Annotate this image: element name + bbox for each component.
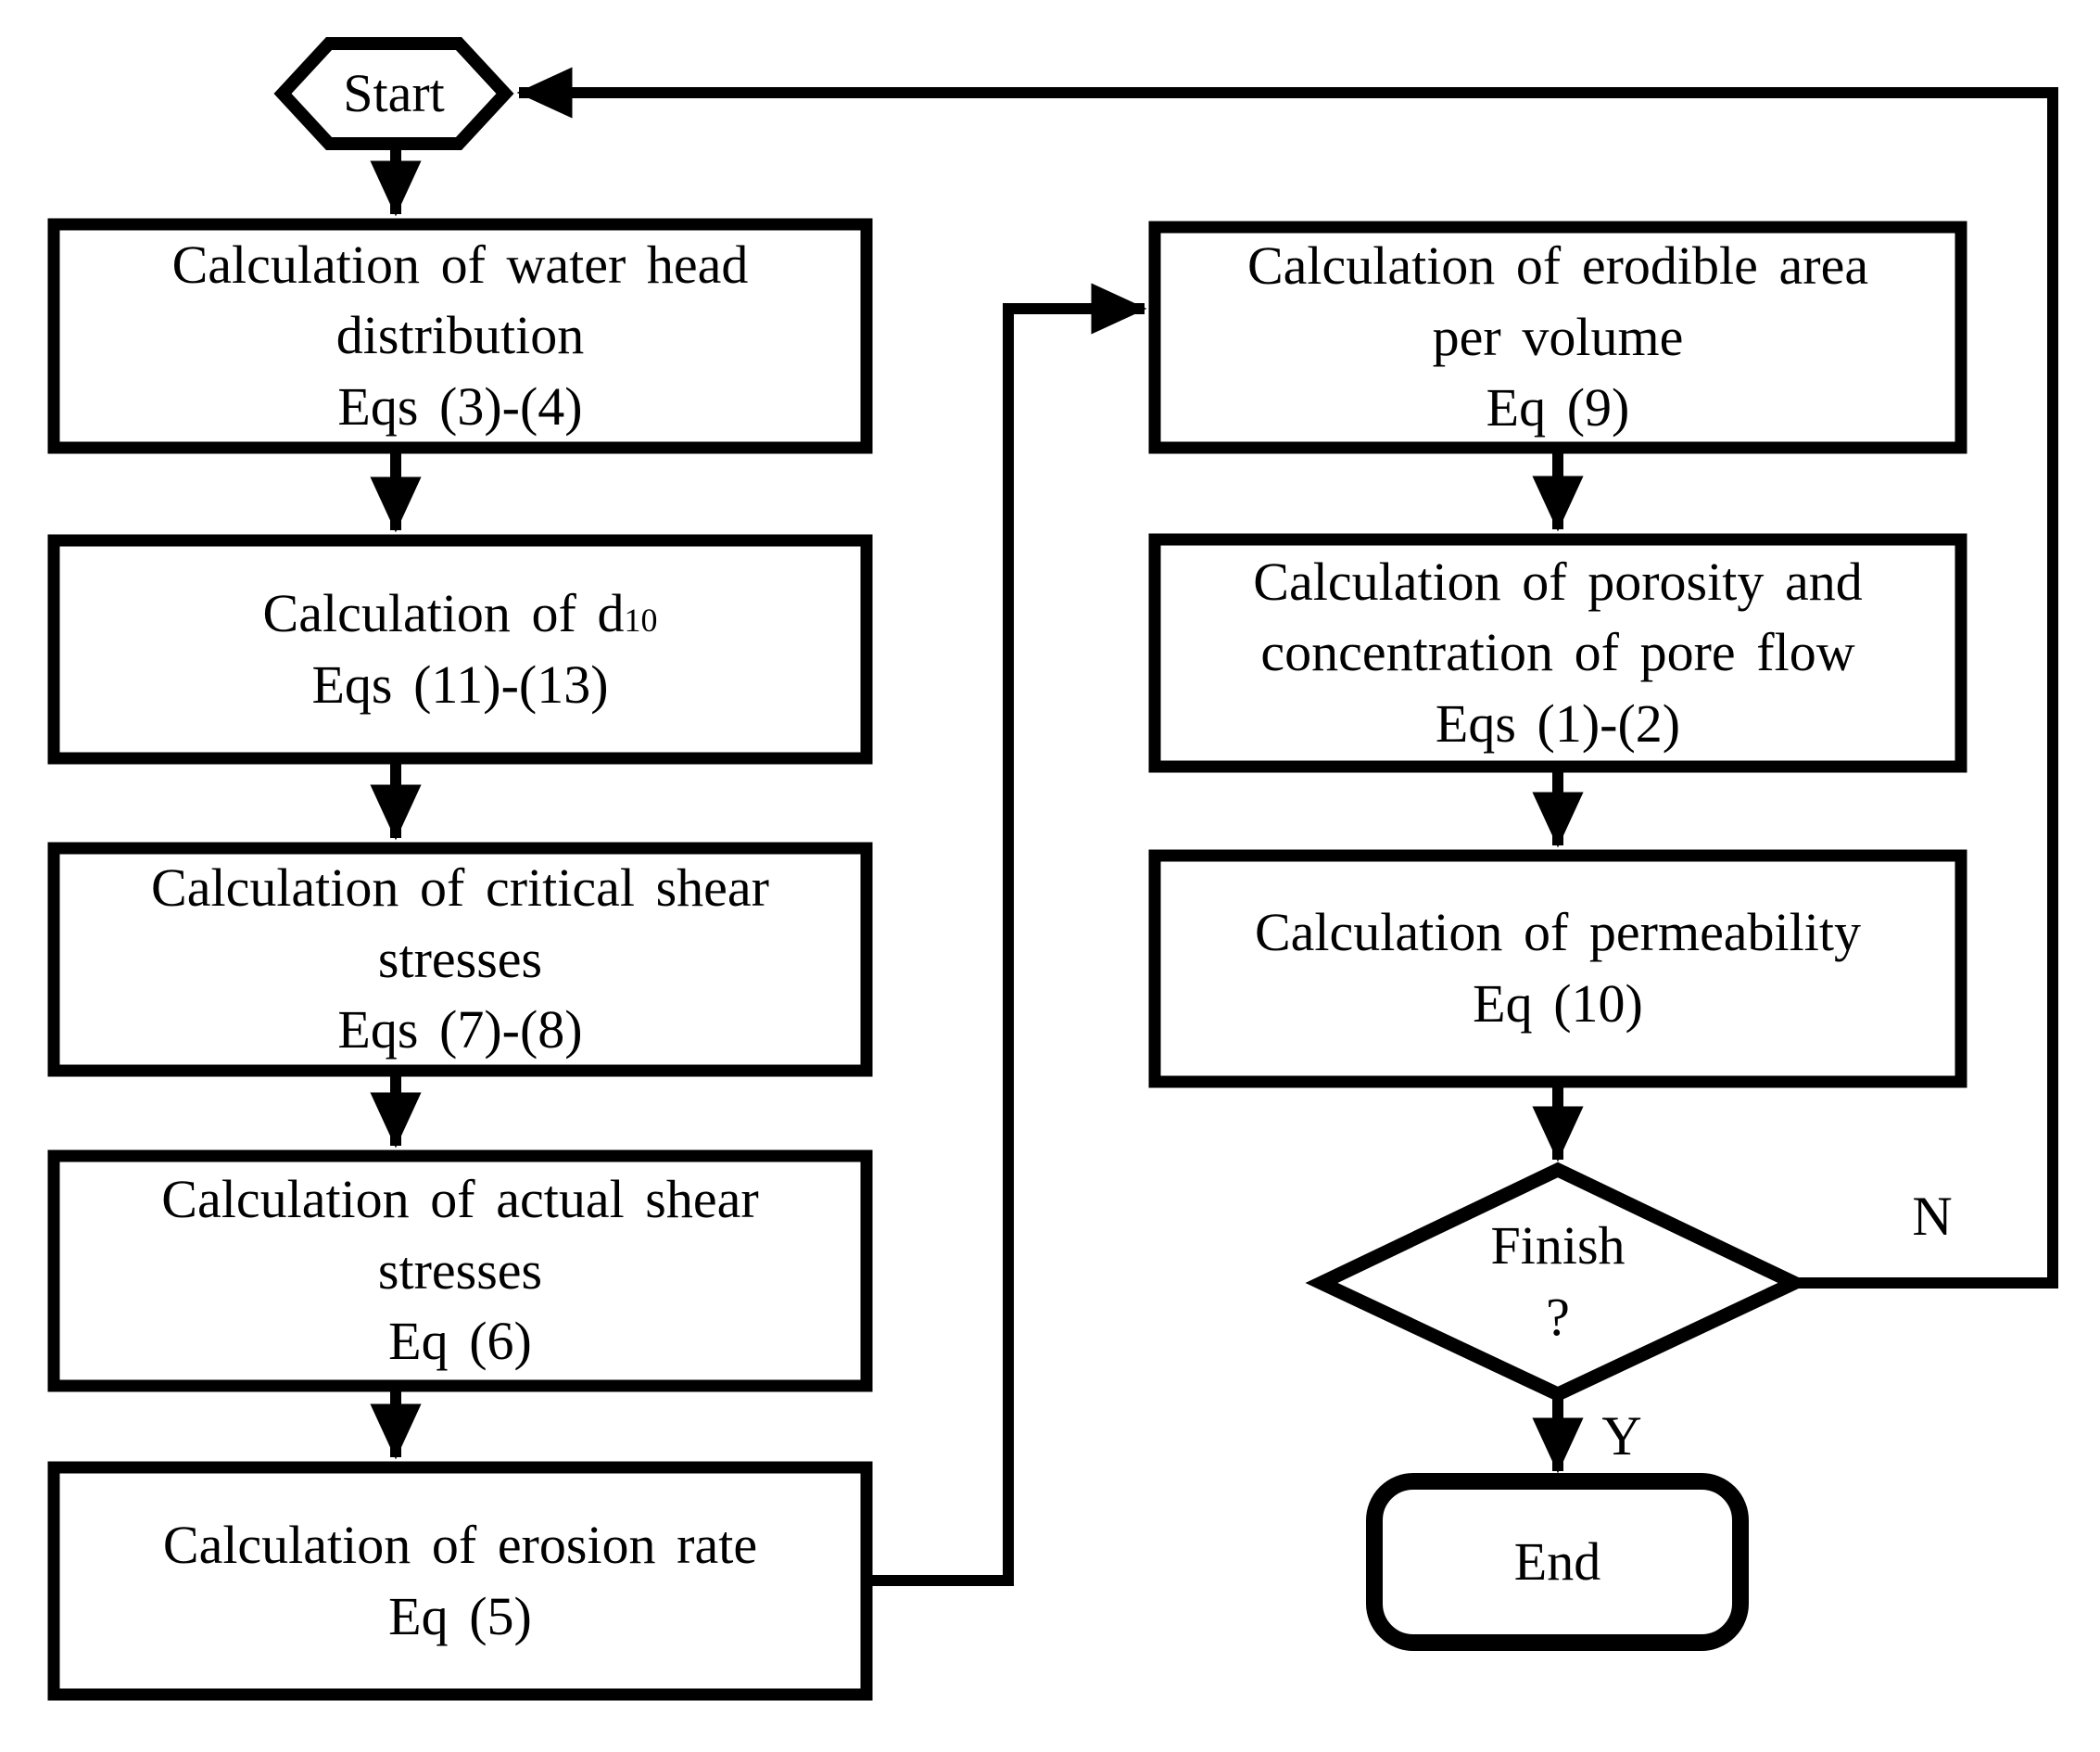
- permeability-box-label: Calculation of permeability Eq (10): [1155, 856, 1961, 1082]
- process-box-critical-shear: [47, 842, 873, 1077]
- yes-branch-label: Y: [1601, 1405, 1642, 1467]
- d10-subscript: 10: [624, 601, 658, 639]
- process-box-erodible-area: [1148, 221, 1967, 454]
- erodible-area-line1: Calculation of erodible area: [1246, 235, 1869, 297]
- erodible-area-line2: per volume: [1432, 306, 1684, 367]
- actual-shear-line2: stresses: [377, 1239, 543, 1301]
- process-box-porosity: [1148, 533, 1967, 773]
- porosity-box-label: Calculation of porosity and concentratio…: [1155, 540, 1961, 767]
- process-box-erosion-rate: [47, 1461, 873, 1701]
- process-box-d10: [47, 534, 873, 765]
- decision-diamond-finish: [1305, 1162, 1811, 1403]
- actual-shear-line1: Calculation of actual shear: [161, 1169, 759, 1230]
- finish-line2: ?: [1546, 1287, 1570, 1347]
- start-node-label: Start: [343, 62, 445, 123]
- permeability-line1: Calculation of permeability: [1254, 902, 1862, 963]
- porosity-line2: concentration of pore flow: [1260, 622, 1855, 683]
- critical-shear-eq: Eqs (7)-(8): [337, 999, 583, 1060]
- critical-shear-line2: stresses: [377, 928, 543, 989]
- process-box-actual-shear: [47, 1149, 873, 1392]
- water-head-eq: Eqs (3)-(4): [337, 375, 583, 437]
- erodible-area-box-label: Calculation of erodible area per volume …: [1155, 227, 1961, 448]
- d10-box-label: Calculation of d10 Eqs (11)-(13): [54, 540, 867, 758]
- porosity-line1: Calculation of porosity and: [1253, 551, 1863, 612]
- connector-finish-no-to-start: [516, 67, 2058, 1289]
- erosion-rate-line1: Calculation of erosion rate: [162, 1514, 758, 1575]
- end-rounded-box: [1366, 1473, 1749, 1651]
- d10-line1-prefix: Calculation of d: [262, 582, 625, 643]
- water-head-line2: distribution: [335, 305, 585, 366]
- process-box-permeability: [1148, 849, 1967, 1088]
- d10-line1: Calculation of d10: [263, 578, 658, 650]
- actual-shear-eq: Eq (6): [388, 1311, 532, 1372]
- d10-eq: Eqs (11)-(13): [311, 654, 609, 715]
- no-branch-label: N: [1912, 1186, 1953, 1248]
- porosity-eq: Eqs (1)-(2): [1435, 692, 1681, 754]
- finish-line1: Finish: [1490, 1215, 1626, 1276]
- erosion-rate-eq: Eq (5): [388, 1585, 532, 1646]
- critical-shear-box-label: Calculation of critical shear stresses E…: [54, 848, 867, 1071]
- water-head-box-label: Calculation of water head distribution E…: [54, 224, 867, 448]
- finish-decision-label: Finish ?: [1326, 1170, 1790, 1394]
- permeability-eq: Eq (10): [1473, 973, 1643, 1034]
- process-box-water-head: [47, 218, 873, 454]
- water-head-line1: Calculation of water head: [171, 234, 749, 295]
- end-node-label: End: [1513, 1530, 1601, 1592]
- critical-shear-line1: Calculation of critical shear: [151, 857, 769, 919]
- actual-shear-box-label: Calculation of actual shear stresses Eq …: [54, 1156, 867, 1386]
- start-hexagon: [273, 37, 514, 150]
- erodible-area-eq: Eq (9): [1486, 377, 1630, 438]
- connector-erosion-to-erodible: [867, 283, 1147, 1586]
- erosion-rate-box-label: Calculation of erosion rate Eq (5): [54, 1467, 867, 1695]
